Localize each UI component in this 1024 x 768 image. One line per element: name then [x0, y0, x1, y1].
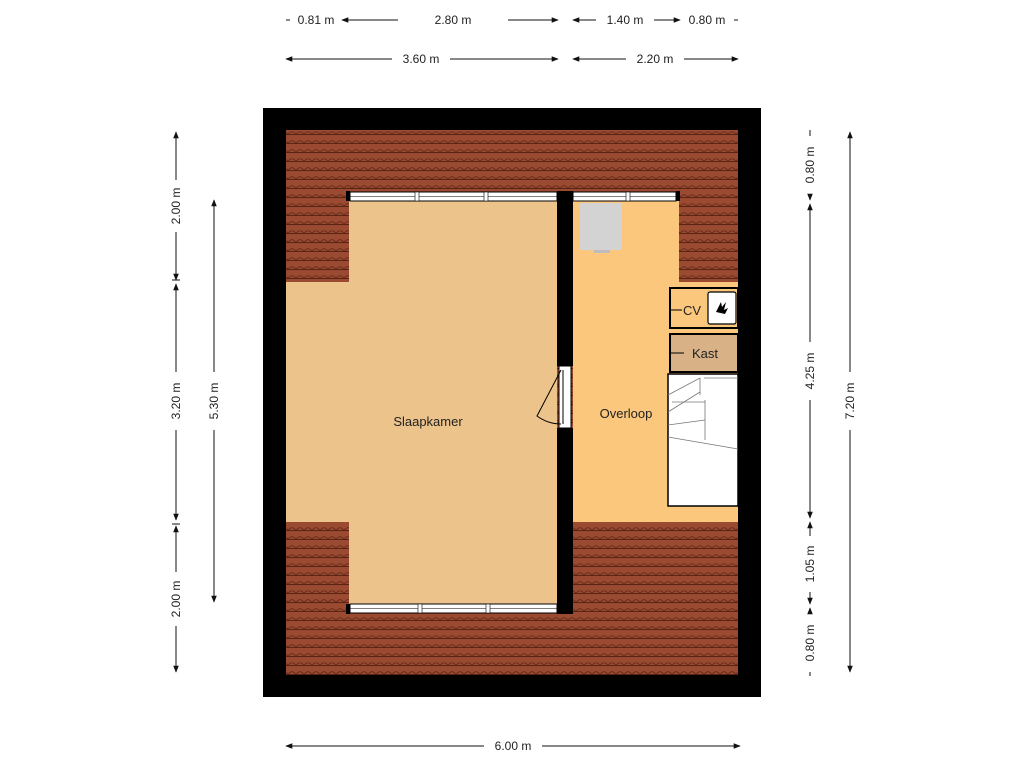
interior-wall-bottom — [557, 428, 573, 614]
appliance-base — [594, 250, 610, 253]
dim-right-0-80-bottom: 0.80 m — [803, 625, 817, 662]
dormer-wall-top-left — [346, 191, 350, 201]
dim-bottom-6-00: 6.00 m — [495, 739, 532, 753]
staircase — [667, 373, 739, 507]
dormer-wall-top-right — [676, 191, 680, 201]
dim-left-5-30: 5.30 m — [207, 383, 221, 420]
dim-right-1-05: 1.05 m — [803, 546, 817, 583]
door-swing — [536, 369, 562, 425]
dim-top-1-40: 1.40 m — [607, 13, 644, 27]
dim-left-2-00-top: 2.00 m — [169, 188, 183, 225]
window-top-overloop — [572, 191, 677, 202]
stair-steps — [667, 377, 739, 450]
door-frame — [558, 365, 572, 429]
overloop-label: Overloop — [600, 406, 653, 421]
dim-right-7-20: 7.20 m — [843, 383, 857, 420]
slaapkamer-floor — [286, 196, 557, 612]
dormer-wall-bottom-left — [346, 604, 350, 614]
dim-top-0-80: 0.80 m — [689, 13, 726, 27]
dim-top-2-20: 2.20 m — [637, 52, 674, 66]
dim-left-2-00-bottom: 2.00 m — [169, 581, 183, 618]
dim-top-0-81: 0.81 m — [298, 13, 335, 27]
cv-label: CV — [683, 303, 701, 318]
dimension-lines — [172, 17, 853, 749]
window-bottom-slaapkamer — [349, 603, 558, 614]
dim-top-2-80: 2.80 m — [435, 13, 472, 27]
window-top-slaapkamer — [349, 191, 558, 202]
flame-icon — [716, 302, 728, 314]
overloop-floor — [573, 196, 679, 522]
dim-right-4-25: 4.25 m — [803, 353, 817, 390]
dim-right-0-80-top: 0.80 m — [803, 147, 817, 184]
appliance — [580, 203, 622, 250]
dim-left-3-20: 3.20 m — [169, 383, 183, 420]
kast-label: Kast — [692, 346, 718, 361]
interior-wall-top — [557, 191, 573, 366]
slaapkamer-label: Slaapkamer — [393, 414, 463, 429]
dim-top-3-60: 3.60 m — [403, 52, 440, 66]
